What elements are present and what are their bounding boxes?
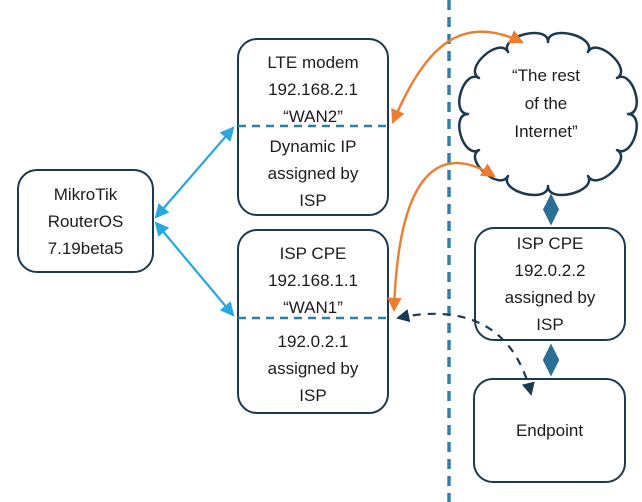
wan1-public-ip-line: assigned by [267, 358, 359, 378]
wan1-ip-line: 192.168.1.1 [268, 271, 358, 290]
lte-modem-dynamic-line: ISP [299, 190, 327, 210]
isp-cpe-wan1-node: ISP CPE 192.168.1.1 “WAN1” 192.0.2.1 ass… [237, 229, 389, 414]
lte-modem-label-line: LTE modem [267, 52, 359, 72]
lte-modem-dynamic-line: assigned by [267, 163, 359, 183]
cloud-label-line: of the [524, 94, 568, 113]
remote-cpe-isp-line: ISP [536, 315, 564, 334]
wan1-public-ip-section: 192.0.2.1 assigned by ISP [239, 324, 387, 412]
cloud-label-line: Internet” [514, 122, 578, 141]
router-label-line: 7.19beta5 [47, 238, 124, 258]
cloud-label-line: “The rest [511, 66, 581, 85]
router-wan2-link-arrow [154, 126, 235, 219]
remote-cpe-ip-line: 192.0.2.2 [514, 261, 586, 280]
remote-cpe-assigned-line: assigned by [504, 288, 596, 307]
wan1-public-ip-line: 192.0.2.1 [277, 331, 349, 351]
remote-cpe-label-line: ISP CPE [516, 234, 584, 253]
wan1-name-line: “WAN1” [283, 298, 343, 317]
router-node: MikroTik RouterOS 7.19beta5 [17, 169, 154, 273]
wan1-identity-section: ISP CPE 192.168.1.1 “WAN1” [239, 231, 387, 324]
lte-modem-wan2-line: “WAN2” [283, 106, 343, 126]
lte-modem-identity-section: LTE modem 192.168.2.1 “WAN2” [239, 40, 387, 132]
internet-cloud-label: “The rest of the Internet” [468, 62, 624, 146]
router-label-line: MikroTik [53, 184, 118, 204]
router-label-line: RouterOS [47, 211, 124, 231]
lte-modem-ip-line: 192.168.2.1 [268, 79, 358, 99]
lte-modem-dynamic-ip-section: Dynamic IP assigned by ISP [239, 132, 387, 214]
lte-modem-dynamic-line: Dynamic IP [269, 136, 357, 156]
isp-cpe-remote-node: ISP CPE 192.0.2.2 assigned by ISP [474, 227, 626, 341]
lte-modem-node: LTE modem 192.168.2.1 “WAN2” Dynamic IP … [237, 38, 389, 216]
router-wan1-link-arrow [154, 221, 235, 317]
endpoint-node: Endpoint [473, 378, 626, 483]
endpoint-label-line: Endpoint [515, 421, 584, 440]
wan1-label-line: ISP CPE [279, 244, 347, 263]
wan1-public-ip-line: ISP [299, 385, 327, 405]
